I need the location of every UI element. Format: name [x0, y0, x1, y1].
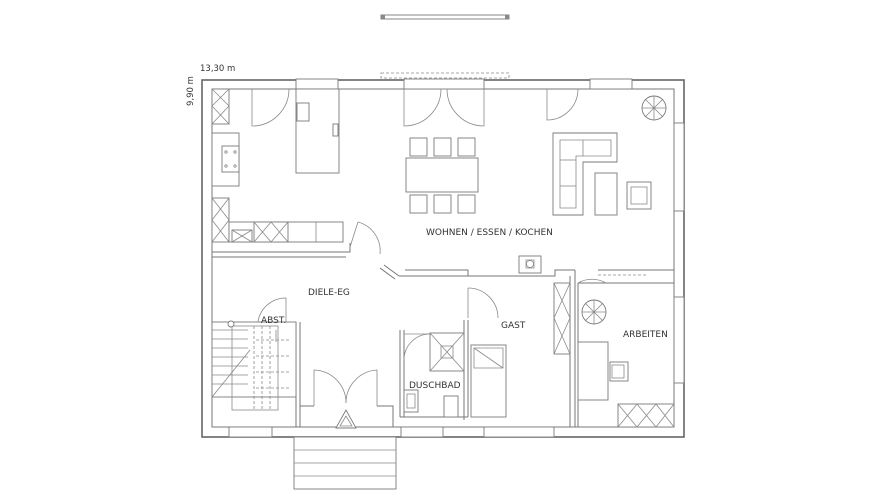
guest-furniture — [470, 282, 571, 418]
stove-icon — [518, 255, 542, 274]
depth-dimension-label: 9,90 m — [186, 76, 196, 106]
room-label-living: WOHNEN / ESSEN / KOCHEN — [426, 228, 553, 238]
room-label-guest: GAST — [501, 321, 526, 331]
interior-walls — [212, 243, 674, 427]
room-label-shower: DUSCHBAD — [409, 381, 461, 391]
staircase — [211, 320, 297, 411]
windows-right — [673, 122, 685, 384]
plant-icon — [641, 95, 667, 121]
entrance — [293, 405, 397, 490]
plant-icon — [581, 299, 607, 325]
windows-top — [295, 72, 633, 90]
sofa-group — [552, 132, 652, 216]
shower-fixtures — [403, 332, 465, 418]
room-label-storage: ABST. — [261, 316, 286, 326]
kitchen-counter — [211, 88, 344, 243]
doors — [251, 88, 607, 406]
room-label-hall: DIELE-EG — [308, 288, 350, 298]
width-dimension-label: 13,30 m — [200, 64, 235, 74]
windows-bottom — [228, 426, 555, 438]
dining-table — [405, 137, 479, 214]
room-label-office: ARBEITEN — [623, 330, 668, 340]
top-window-marker — [380, 14, 510, 20]
office-furniture — [577, 341, 675, 428]
kitchen-island — [295, 88, 340, 174]
